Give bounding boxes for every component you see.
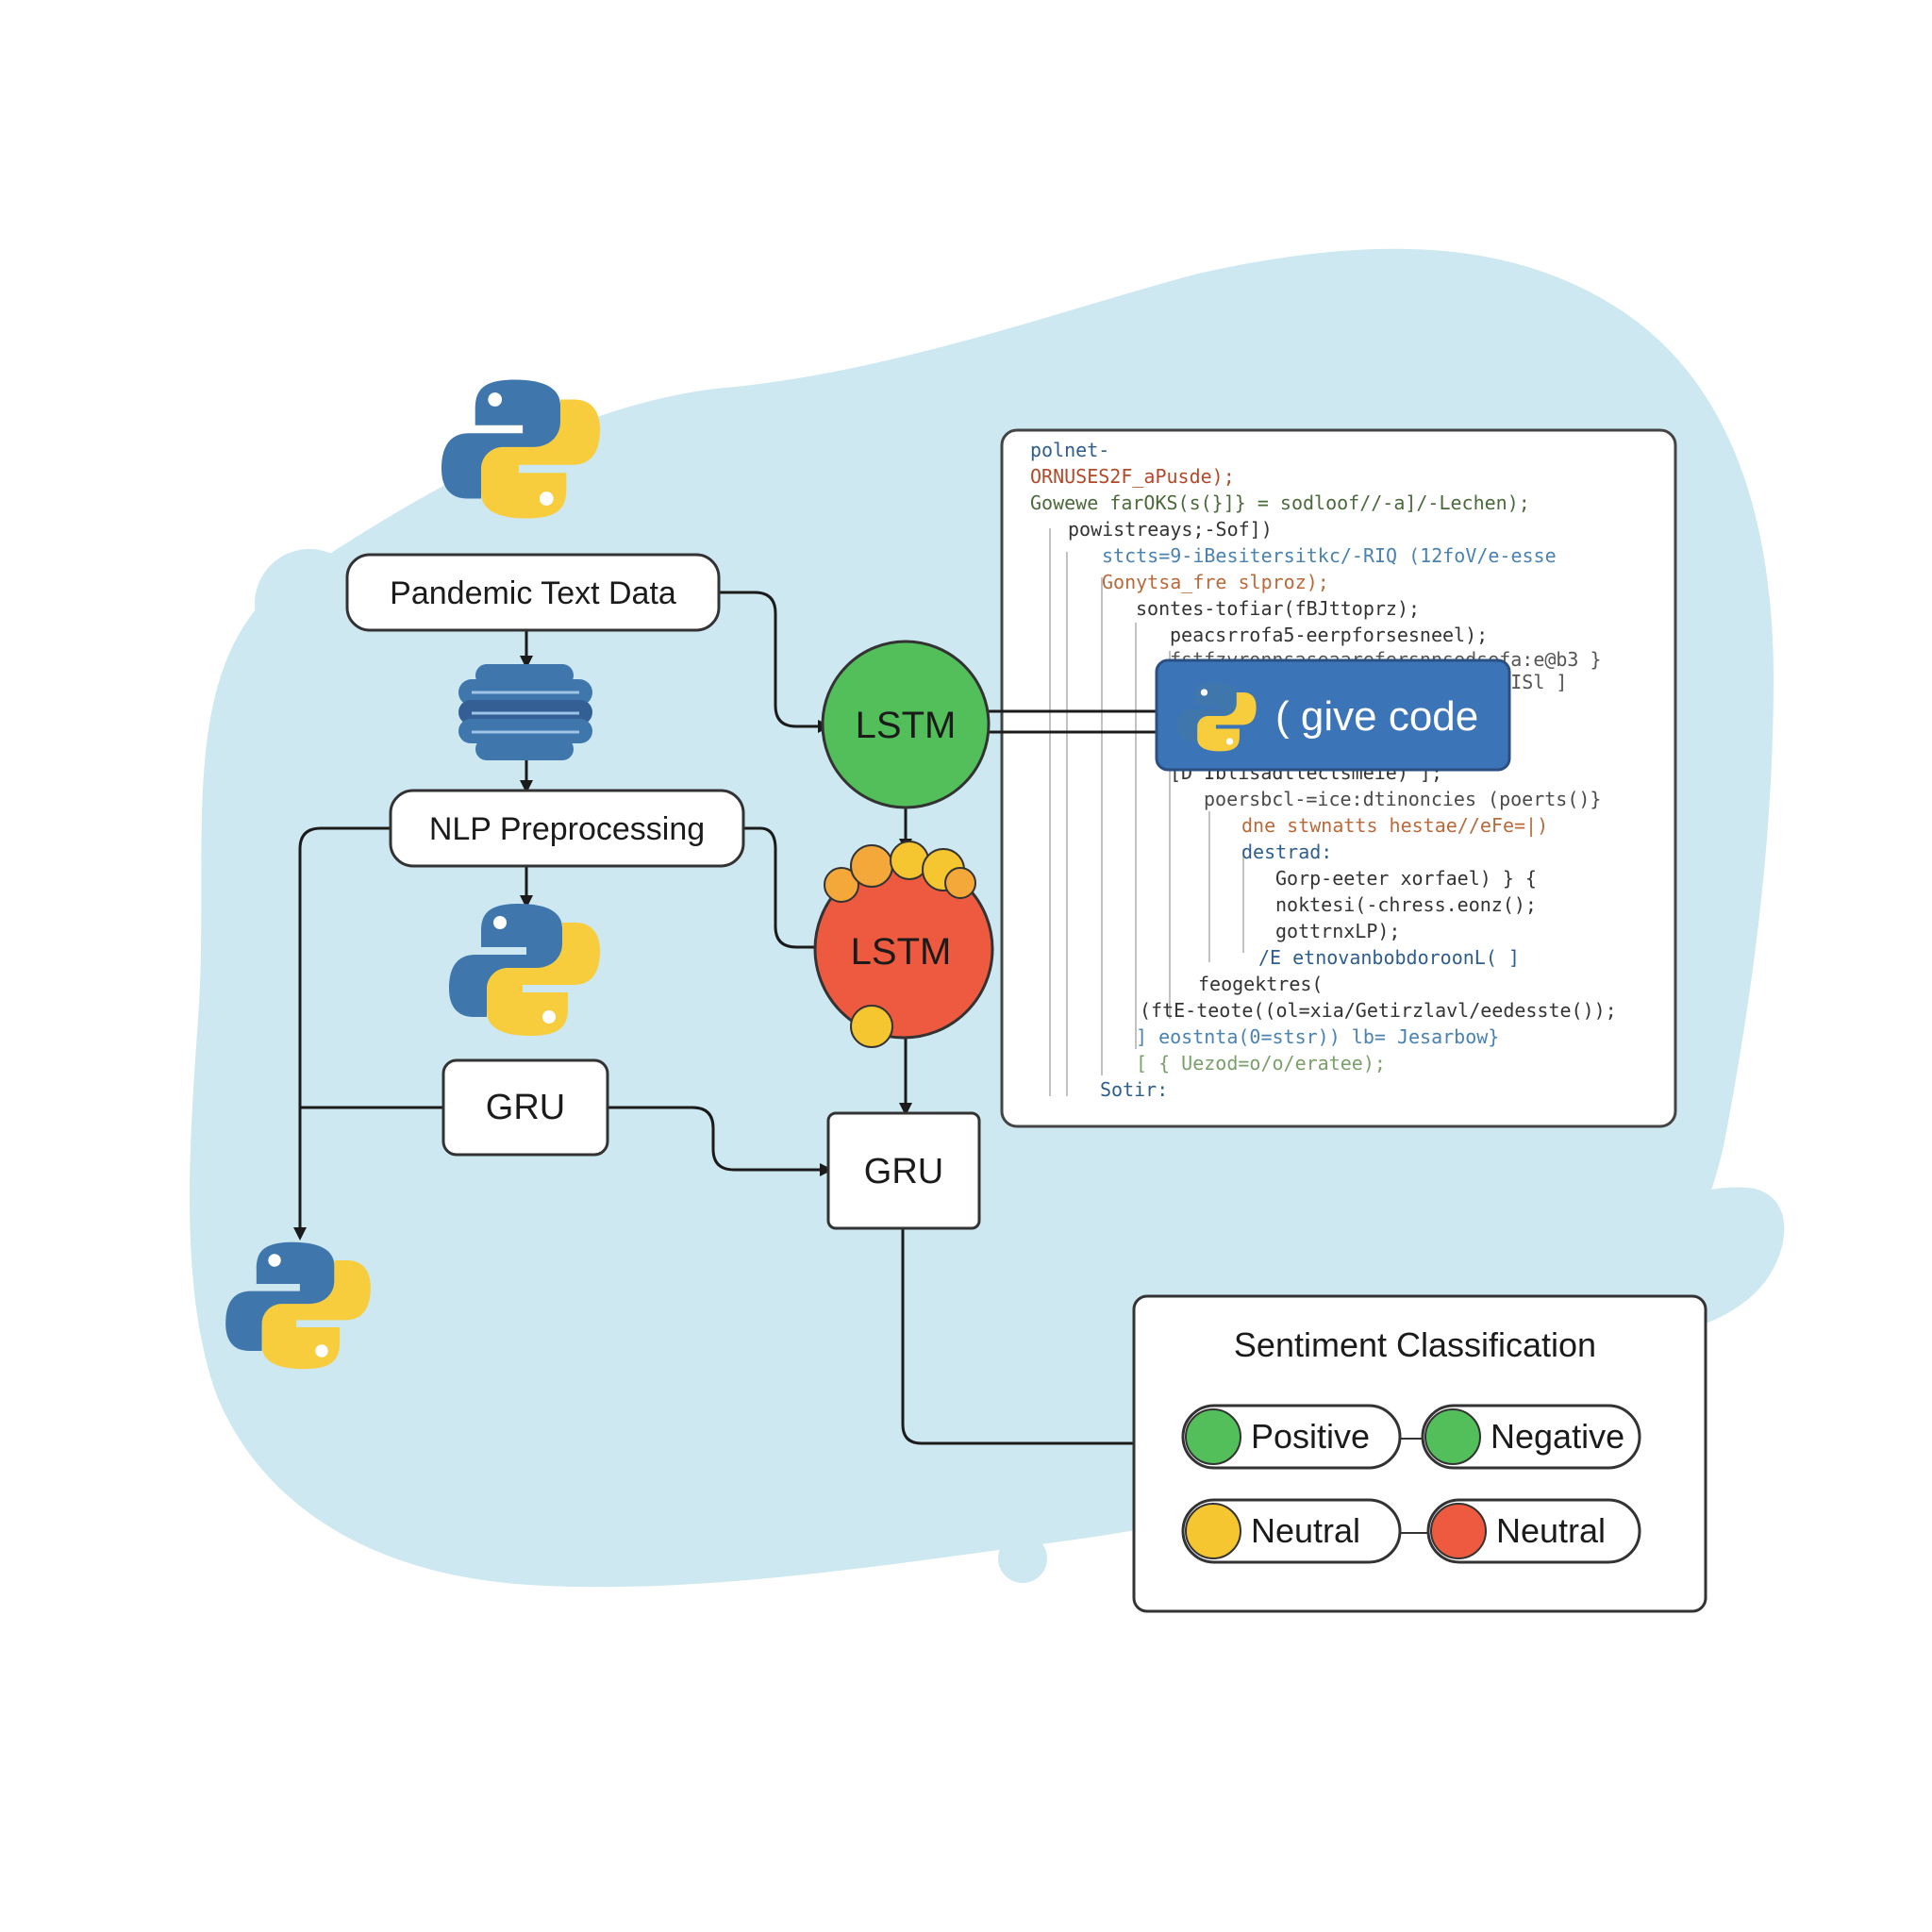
code-line: Gorp-eeter xorfael) } { <box>1275 867 1537 890</box>
arrow-gru-to-sentiment <box>901 1228 1191 1450</box>
nlp-preprocessing-node: NLP Preprocessing <box>389 789 745 868</box>
arrow-gru-left-to-gru-center <box>608 1106 833 1176</box>
sentiment-dot-icon <box>1185 1408 1241 1465</box>
code-panel: polnet- ORNUSES2F_aPusde); Gowewe farOKS(s… <box>1000 428 1677 1128</box>
yellow-bubble-decoration <box>850 1005 893 1048</box>
code-line: [ { Uezod=o/o/eratee); <box>1136 1052 1386 1074</box>
pandemic-text-data-node: Pandemic Text Data <box>345 553 721 632</box>
arrow-preprocessing-to-bottom-python <box>293 826 391 1241</box>
code-line: peacsrrofa5-eerpforsesneel); <box>1170 624 1488 646</box>
code-line: sontes-tofiar(fBJttoprz); <box>1136 597 1420 620</box>
sentiment-label-neutral: Neutral <box>1426 1498 1641 1564</box>
code-line: /E etnovanbobdoroonL( ] <box>1258 946 1520 969</box>
code-line: feogektres( <box>1198 973 1323 995</box>
lstm-red-node: LSTM <box>813 841 994 1048</box>
code-line: stcts=9-iBesitersitkc/-RIQ (12foV/e-esse <box>1102 544 1557 567</box>
code-line: polnet- <box>1030 439 1109 461</box>
code-line: Sotir: <box>1100 1078 1168 1101</box>
sentiment-title: Sentiment Classification <box>1234 1325 1596 1364</box>
sentiment-dot-icon <box>1424 1408 1481 1465</box>
code-line: (ftE-teote((ol=xia/Getirzlavl/eedesste()… <box>1140 999 1617 1022</box>
code-line: ORNUSES2F_aPusde); <box>1030 465 1235 488</box>
pandemic-text-data-label: Pandemic Text Data <box>390 575 676 611</box>
gru-center-label: GRU <box>864 1152 943 1191</box>
sentiment-label-positive: Positive <box>1181 1404 1402 1470</box>
connector-lines <box>293 591 1191 1450</box>
code-line: dne stwnatts hestae//eFe=|) <box>1241 814 1548 837</box>
code-line: poersbcl-=ice:dtinoncies (poerts()} <box>1204 788 1601 810</box>
code-line: destrad: <box>1241 841 1332 863</box>
gru-left-node: GRU <box>441 1058 609 1157</box>
sentiment-label-neutral: Neutral <box>1181 1498 1402 1564</box>
database-stack-icon <box>458 664 592 760</box>
gru-center-node: GRU <box>826 1111 981 1230</box>
indent-guides <box>1049 528 1244 1096</box>
sentiment-dot-icon <box>1185 1503 1241 1559</box>
lstm-green-node: LSTM <box>821 640 991 809</box>
code-line: Gowewe farOKS(s(}]} = sodloof//-a]/-Lech… <box>1030 491 1530 514</box>
nlp-preprocessing-label: NLP Preprocessing <box>429 811 705 847</box>
code-line: powistreays;-Sof]) <box>1068 518 1273 541</box>
code-line: gottrnxLP); <box>1275 920 1400 942</box>
code-line: ] eostnta(0=stsr)) lb= Jesarbow} <box>1136 1025 1499 1048</box>
give-code-label: ( give code <box>1275 693 1478 740</box>
orange-bubbles-decoration <box>824 841 976 903</box>
sentiment-classification-panel: Sentiment Classification Positive Negativ… <box>1132 1294 1707 1613</box>
sentiment-label-text: Negative <box>1491 1417 1624 1456</box>
arrow-preprocessing-to-lstm-red <box>743 826 827 954</box>
sentiment-label-negative: Negative <box>1421 1404 1641 1470</box>
line-lstm-to-give-code <box>987 709 1158 734</box>
sentiment-label-text: Neutral <box>1251 1511 1360 1550</box>
arrow-data-to-lstm-green <box>719 591 831 733</box>
lstm-green-label: LSTM <box>856 705 957 746</box>
gru-left-label: GRU <box>486 1088 565 1127</box>
sentiment-label-text: Neutral <box>1496 1511 1606 1550</box>
sentiment-dot-icon <box>1430 1503 1487 1559</box>
sentiment-label-text: Positive <box>1251 1417 1370 1456</box>
code-line: Gonytsa_fre slproz); <box>1102 571 1329 593</box>
give-code-button[interactable]: ( give code <box>1155 658 1511 772</box>
lstm-red-label: LSTM <box>851 931 952 973</box>
code-line: noktesi(-chress.eonz(); <box>1275 893 1537 916</box>
